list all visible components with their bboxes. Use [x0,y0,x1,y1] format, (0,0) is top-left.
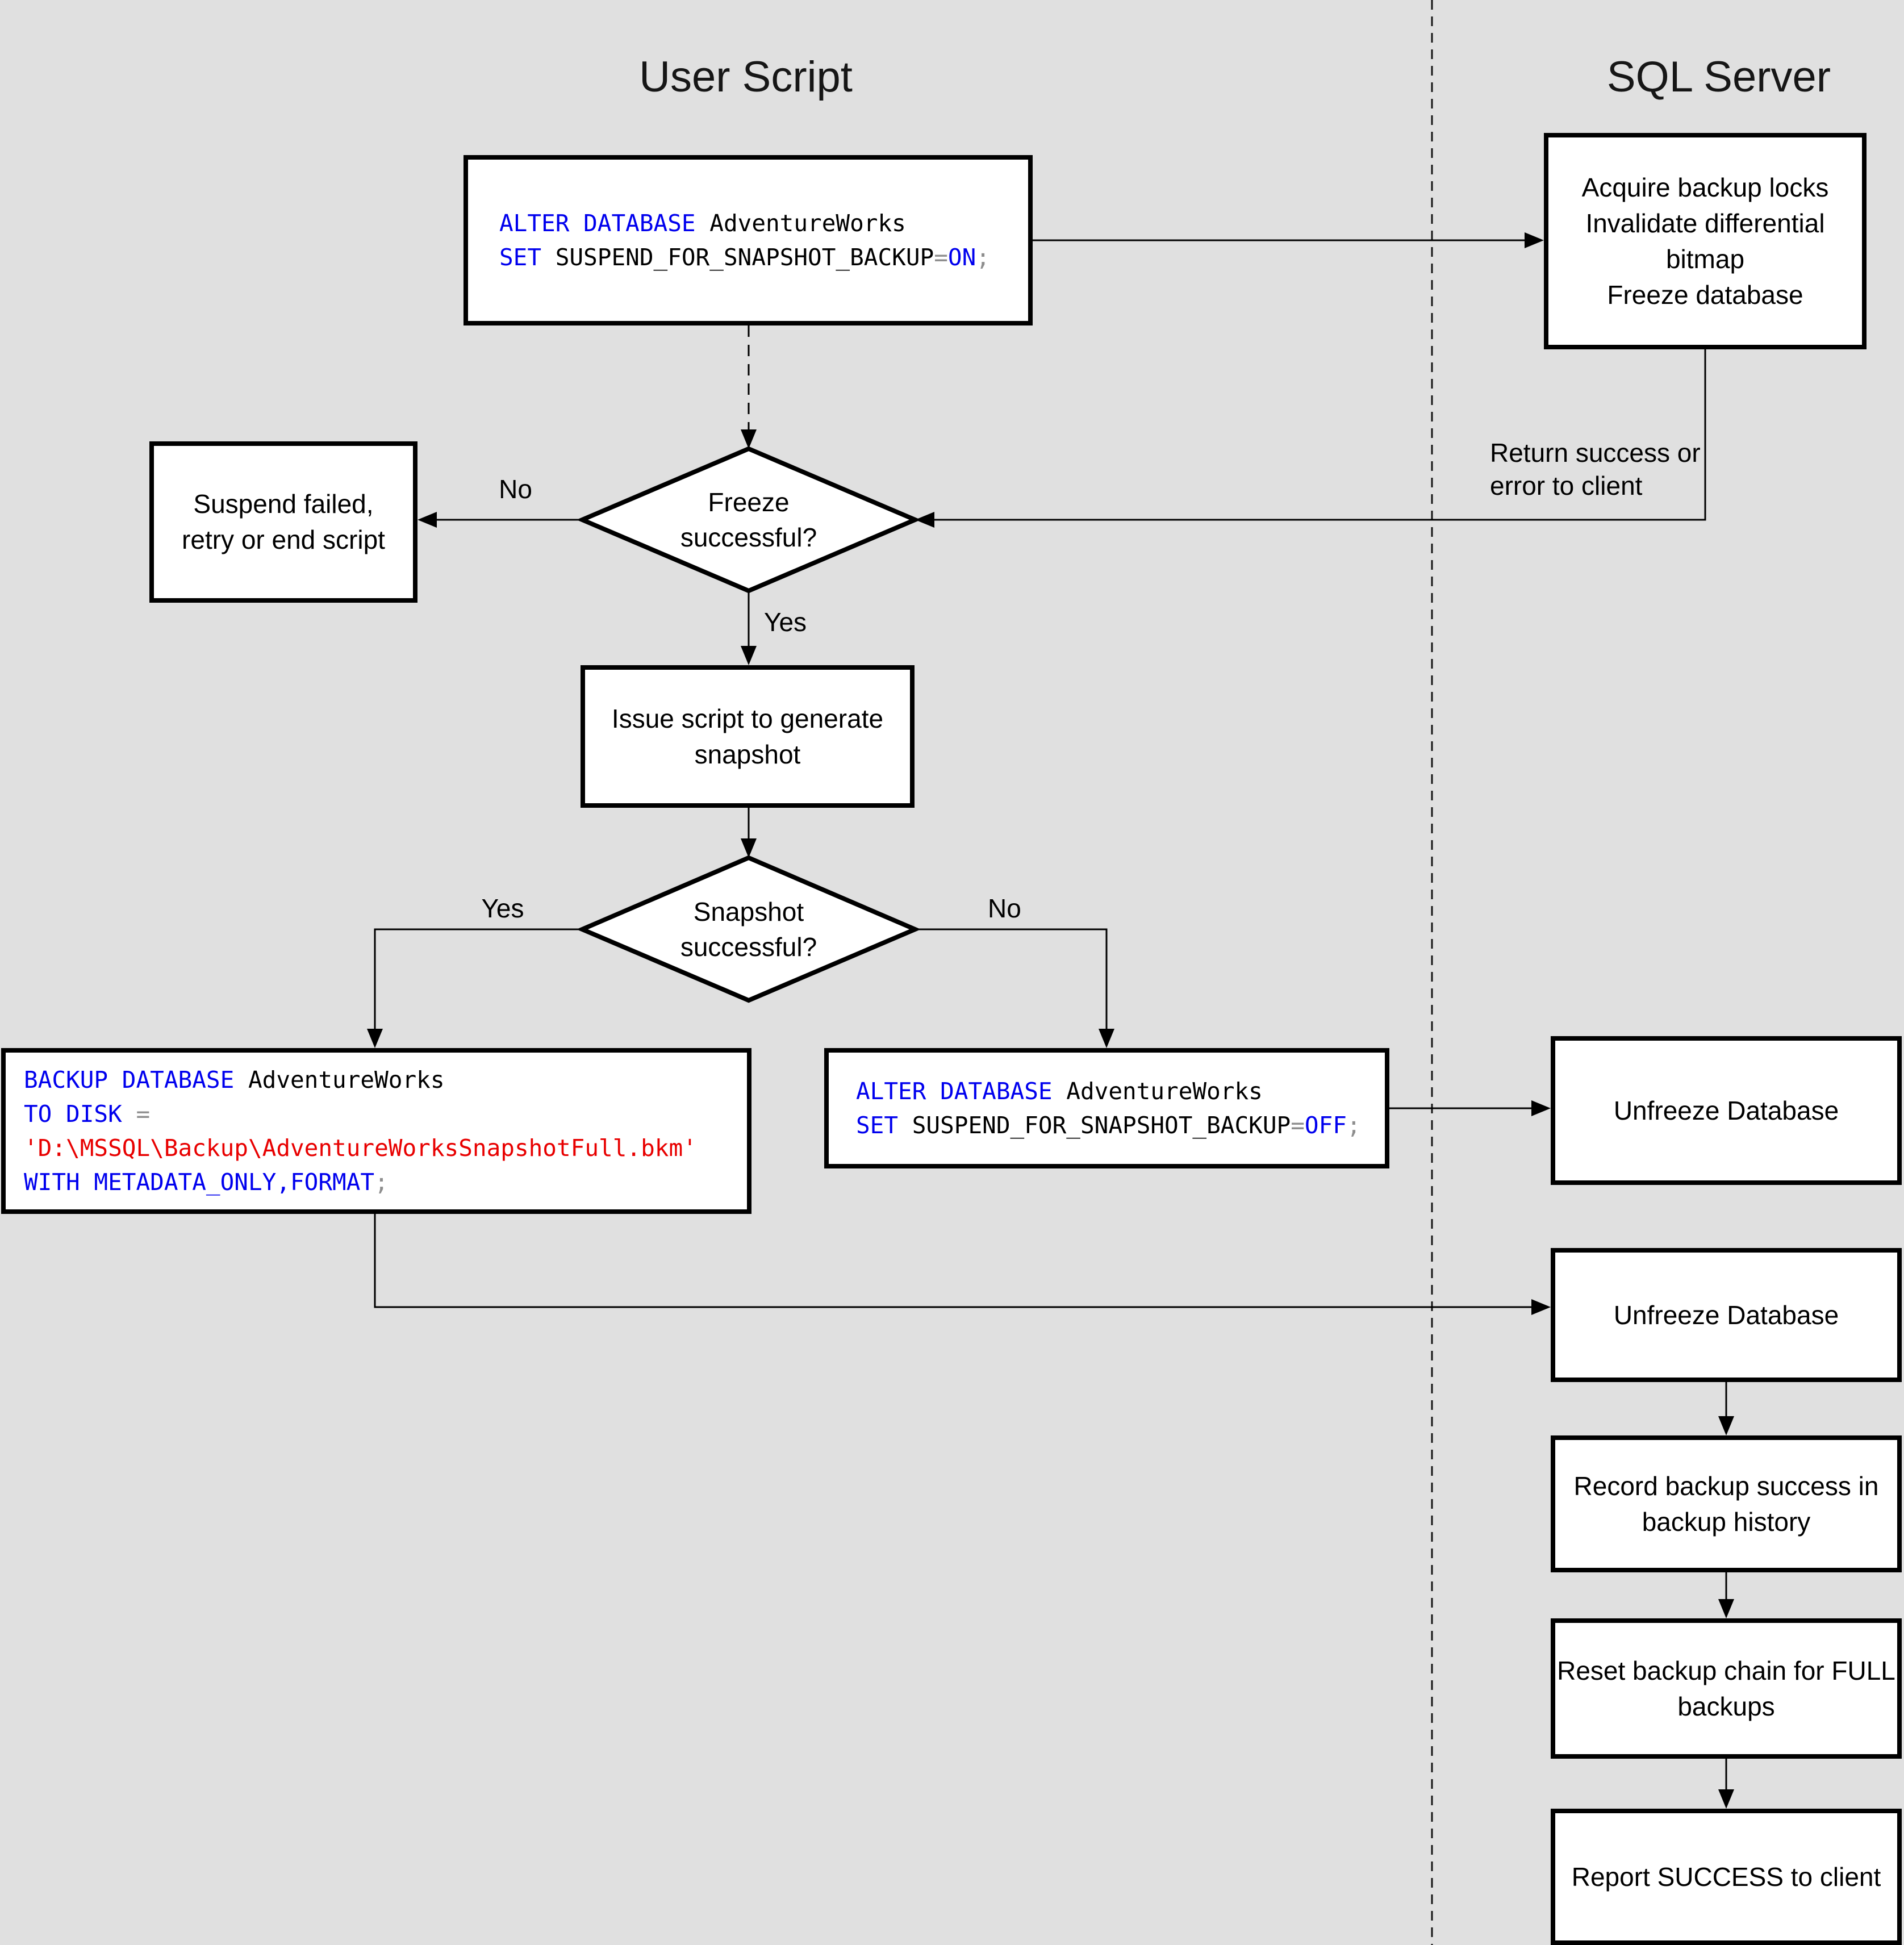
connector-snapshot-backupdb [374,928,582,1044]
text-line: Report SUCCESS to client [1571,1861,1881,1892]
lane-title-sql-server: SQL Server [1606,53,1831,101]
issue-script-box: Issue script to generate snapshot [581,665,915,808]
arrowhead [741,838,757,858]
arrowhead [915,512,934,528]
connector-snapshot-alteroff [915,928,1108,1044]
text-line: Invalidate differential [1585,208,1825,238]
text-line: Acquire backup locks [1581,172,1829,202]
freeze-decision-diamond [576,446,921,594]
edge-label-snapshot-no: No [988,894,1021,923]
code-line: SET SUSPEND_FOR_SNAPSHOT_BACKUP=OFF; [856,1112,1361,1139]
arrowhead [741,646,757,665]
text-line: Suspend failed, [193,489,374,519]
text-line: backup history [1642,1506,1811,1537]
reset-backup-chain-box: Reset backup chain for FULL backups [1551,1618,1902,1759]
arrowhead [1525,232,1544,248]
text-line: retry or end script [182,525,385,554]
unfreeze-database-box-1: Unfreeze Database [1551,1036,1902,1185]
arrowhead [1531,1100,1551,1116]
code-line: ALTER DATABASE AdventureWorks [499,210,906,237]
edge-label-return-status: Return success or error to client [1490,436,1701,502]
code-line: BACKUP DATABASE AdventureWorks [24,1066,445,1093]
record-backup-history-box: Record backup success in backup history [1551,1435,1902,1572]
text-line: Issue script to generate [611,703,884,733]
text-line: error to client [1490,471,1643,500]
arrowhead [1531,1299,1551,1315]
code-line: SET SUSPEND_FOR_SNAPSHOT_BACKUP=ON; [499,244,990,271]
text-line: Return success or [1490,438,1701,468]
arrowhead [741,429,757,449]
arrowhead [1718,1789,1734,1809]
arrowhead [1718,1599,1734,1618]
code-line: TO DISK = [24,1100,151,1128]
unfreeze-database-box-2: Unfreeze Database [1551,1248,1902,1382]
arrowhead [417,512,437,528]
text-line: Record backup success in [1573,1471,1879,1501]
edge-label-freeze-yes: Yes [764,607,807,637]
text-line: Unfreeze Database [1613,1095,1839,1125]
arrowhead [1099,1029,1114,1048]
suspend-failed-box: Suspend failed, retry or end script [149,441,417,603]
code-line: WITH METADATA_ONLY,FORMAT; [24,1168,389,1196]
text-line: backups [1677,1691,1775,1721]
text-line: Reset backup chain for FULL [1557,1655,1895,1685]
text-line: Unfreeze Database [1613,1300,1839,1330]
arrowhead [367,1029,383,1048]
connector-acquire-freeze [920,349,1706,521]
backup-database-code-box: BACKUP DATABASE AdventureWorks TO DISK = '… [1,1048,751,1214]
lane-title-user-script: User Script [639,53,853,101]
edge-label-snapshot-yes: Yes [481,894,524,923]
connector-backupdb-unfreeze2 [374,1214,1546,1308]
text-line: snapshot [694,739,801,769]
code-line: 'D:\MSSQL\Backup\AdventureWorksSnapshotF… [24,1134,697,1162]
text-line: Freeze database [1607,279,1803,310]
code-line: ALTER DATABASE AdventureWorks [856,1078,1263,1105]
text-line: bitmap [1665,244,1745,274]
report-success-box: Report SUCCESS to client [1551,1809,1902,1945]
arrowhead [1718,1416,1734,1435]
snapshot-decision-diamond [576,855,921,1003]
edge-label-freeze-no: No [499,474,532,504]
